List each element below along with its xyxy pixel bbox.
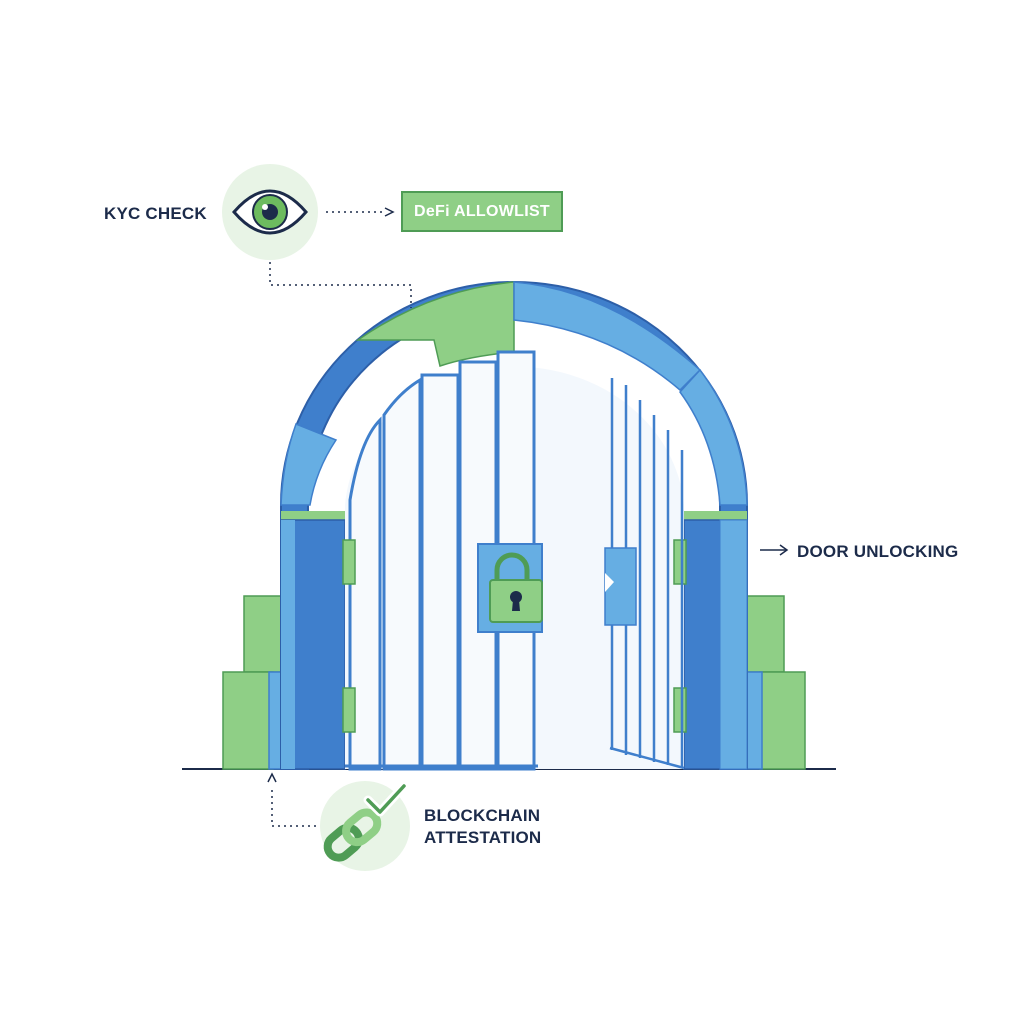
arrow-to-allowlist (384, 207, 395, 217)
kyc-check-label: KYC CHECK (104, 204, 207, 223)
blockchain-label-line2: ATTESTATION (424, 828, 542, 847)
connector-lines (269, 211, 412, 827)
arrow-up-to-pillar (267, 772, 277, 783)
left-pillar-band (281, 511, 345, 521)
blockchain-attestation-label: BLOCKCHAIN ATTESTATION (424, 805, 541, 849)
padlock-icon (489, 552, 543, 623)
arch-segment-right (679, 368, 748, 506)
door-arrow-icon (760, 544, 789, 556)
arch-segment-left (280, 423, 338, 506)
defi-allowlist-badge: DeFi ALLOWLIST (401, 191, 563, 232)
latch-plate (604, 547, 637, 626)
door-unlocking-label: DOOR UNLOCKING (797, 542, 959, 561)
right-pillar-band (684, 511, 747, 521)
blockchain-label-line1: BLOCKCHAIN (424, 806, 541, 825)
checkmark-icon (363, 781, 409, 817)
eye-icon (222, 164, 318, 260)
